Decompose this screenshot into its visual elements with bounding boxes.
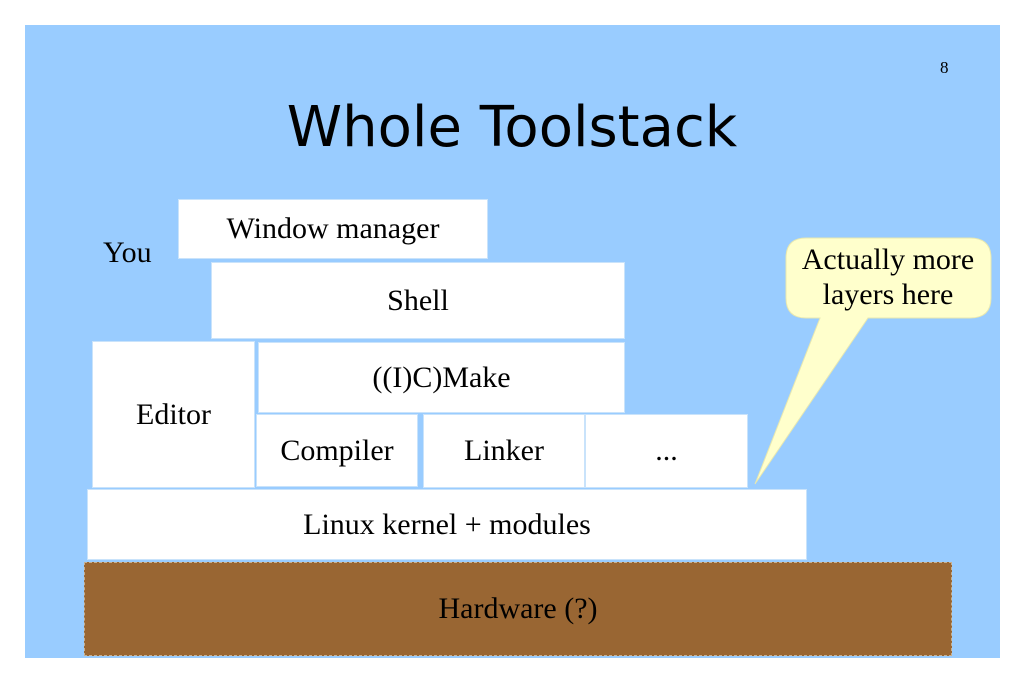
linker-box: Linker — [423, 414, 585, 488]
compiler-box: Compiler — [256, 414, 418, 487]
slide-title: Whole Toolstack — [286, 95, 738, 160]
callout-line-2: layers here — [822, 278, 954, 311]
shell-box: Shell — [211, 262, 625, 339]
you-label: You — [103, 236, 152, 269]
hardware-box: Hardware (?) — [84, 562, 952, 656]
window-manager-box: Window manager — [178, 199, 488, 259]
make-box: ((I)C)Make — [258, 342, 625, 413]
callout-text: Actually more layers here — [786, 242, 990, 312]
ellipsis-box: ... — [585, 414, 748, 488]
kernel-box: Linux kernel + modules — [87, 489, 807, 560]
editor-box: Editor — [92, 341, 255, 488]
callout-line-1: Actually more — [801, 243, 975, 276]
page-number: 8 — [940, 58, 949, 77]
